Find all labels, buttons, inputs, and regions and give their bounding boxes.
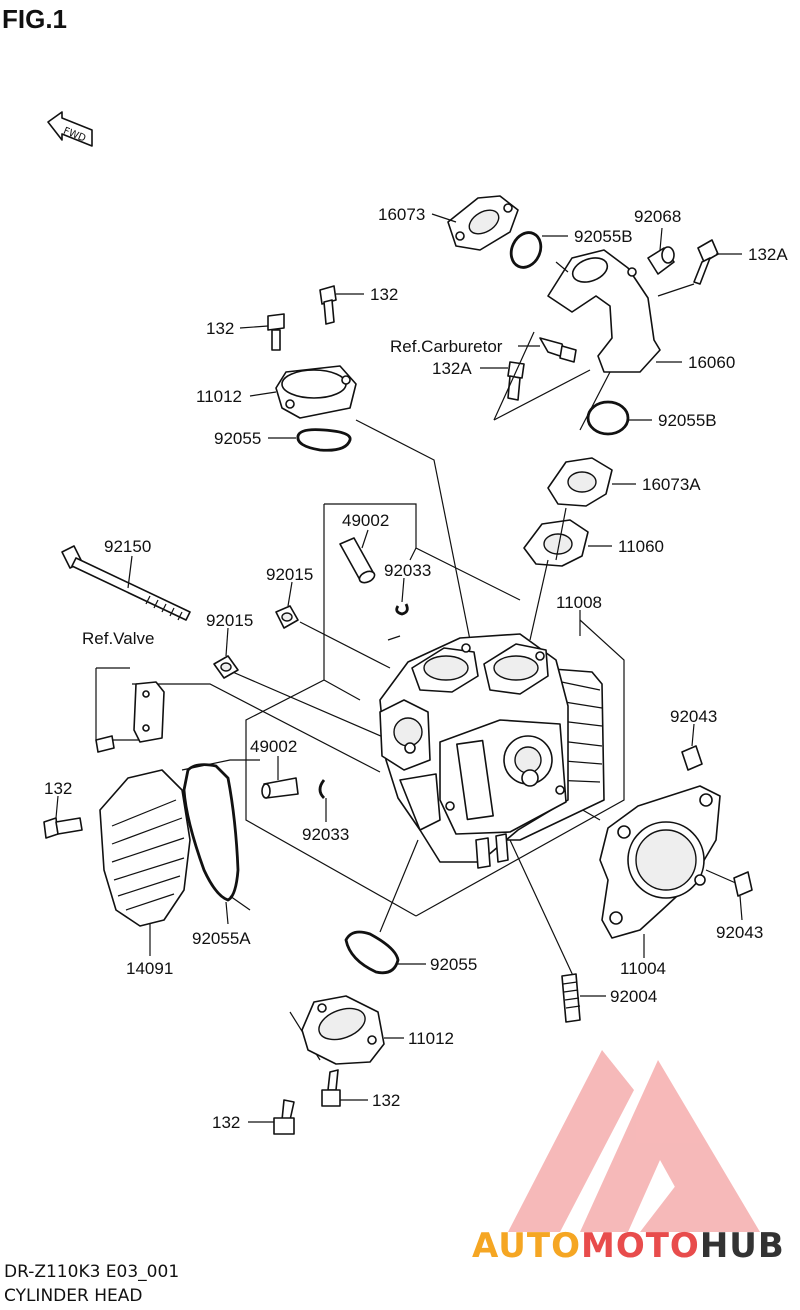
label-132-a: 132 (370, 285, 398, 304)
part-11012-cap-bot (301, 995, 385, 1065)
label-11008: 11008 (556, 593, 602, 612)
label-49002-top: 49002 (342, 511, 389, 530)
part-labels: 16073 92055B 92068 132A 132 132 Ref.Carb… (44, 205, 788, 1132)
label-132-b: 132 (206, 319, 234, 338)
part-132A-bolt-top (693, 239, 719, 285)
label-92004: 92004 (610, 987, 657, 1006)
part-132A-bolt-mid (507, 361, 525, 401)
label-14091: 14091 (126, 959, 173, 978)
label-92015-b: 92015 (206, 611, 253, 630)
part-92055A-gasket (182, 763, 240, 902)
part-11008-cylinder-head (379, 633, 605, 869)
label-92055-bot: 92055 (430, 955, 477, 974)
label-92033-top: 92033 (384, 561, 431, 580)
part-16073A-insulator (547, 457, 613, 507)
part-49002-adjuster-mid (261, 777, 299, 799)
label-11004: 11004 (620, 959, 666, 978)
part-132-bolt-a (319, 285, 337, 325)
ref-valve-bracket (95, 681, 165, 753)
fwd-arrow-icon: FWD (47, 111, 93, 147)
part-132-bolt-bot-r (321, 1069, 341, 1107)
part-49002-adjuster-top (339, 537, 376, 584)
label-11060: 11060 (618, 537, 664, 556)
watermark-hub: HUB (699, 1226, 785, 1266)
part-92055B-oring-mid (586, 400, 630, 436)
part-92004-stud (561, 973, 581, 1023)
leader-lines (55, 213, 743, 1123)
label-49002-mid: 49002 (250, 737, 297, 756)
part-92015-nut-a (275, 605, 299, 629)
label-132A-top: 132A (748, 245, 788, 264)
label-16073A: 16073A (642, 475, 701, 494)
section-name: CYLINDER HEAD (4, 1286, 143, 1306)
model-code: DR-Z110K3 E03_001 (4, 1262, 180, 1282)
watermark-auto: AUTO (472, 1226, 581, 1266)
part-92068-pipe (647, 246, 675, 275)
figure-title: FIG.1 (2, 4, 68, 34)
part-92055-oring-top (296, 428, 352, 452)
label-16073: 16073 (378, 205, 425, 224)
label-92055A: 92055A (192, 929, 251, 948)
part-132-bolt-b (267, 313, 285, 351)
part-92043-dowel-top (681, 745, 703, 771)
label-92150: 92150 (104, 537, 151, 556)
label-92015-a: 92015 (266, 565, 313, 584)
label-92068: 92068 (634, 207, 681, 226)
part-16073-insulator (447, 195, 519, 251)
part-132-bolt-left (43, 817, 83, 839)
label-132-left: 132 (44, 779, 72, 798)
label-92055-top: 92055 (214, 429, 261, 448)
label-92043-top: 92043 (670, 707, 717, 726)
label-92055B-mid: 92055B (658, 411, 717, 430)
part-92043-dowel-bot (733, 871, 753, 897)
label-16060: 16060 (688, 353, 735, 372)
label-132A-mid: 132A (432, 359, 472, 378)
label-ref-valve: Ref.Valve (82, 629, 154, 648)
part-92150-stud-bolt (61, 545, 191, 621)
label-132-bot-l: 132 (212, 1113, 240, 1132)
part-11004-head-gasket (599, 785, 721, 939)
label-92033-mid: 92033 (302, 825, 349, 844)
label-11012-bot: 11012 (408, 1029, 454, 1048)
part-92015-nut-b (213, 655, 239, 679)
label-92043-bot: 92043 (716, 923, 763, 942)
part-132-bolt-pipe (539, 337, 577, 363)
part-14091-side-cover (99, 769, 191, 927)
part-11012-cap-top (275, 365, 357, 419)
label-92055B-top: 92055B (574, 227, 633, 246)
part-16060-intake-pipe (547, 249, 661, 373)
label-11012-top: 11012 (196, 387, 242, 406)
label-ref-carburetor: Ref.Carburetor (390, 337, 503, 356)
part-11060-gasket (523, 519, 589, 567)
part-92055-oring-bot (344, 930, 400, 975)
watermark-text: AUTOMOTOHUB (472, 1226, 785, 1266)
part-132-bolt-bot-l (273, 1099, 295, 1135)
part-92055B-oring-top (509, 231, 543, 269)
watermark-moto: MOTO (580, 1226, 700, 1266)
part-92033-circlip-top (395, 603, 409, 616)
watermark-logo (508, 1050, 760, 1232)
part-92033-circlip-mid (318, 779, 326, 799)
label-132-bot-r: 132 (372, 1091, 400, 1110)
